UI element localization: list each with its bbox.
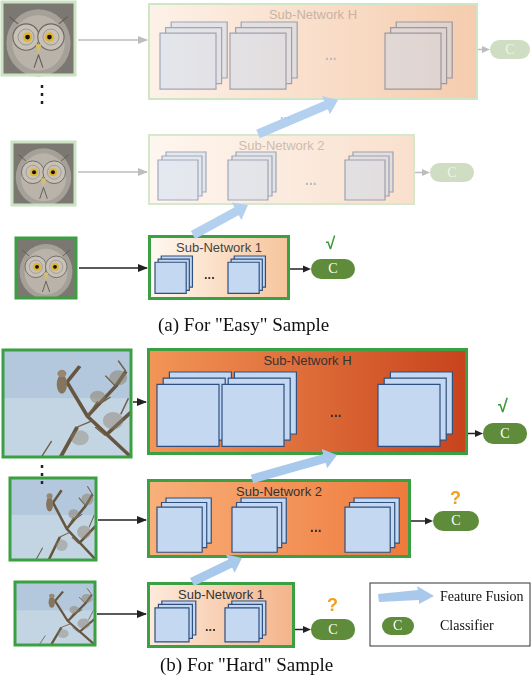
arrow-shaft (290, 268, 304, 270)
sub-network-box: Sub-Network 2 (147, 479, 411, 558)
annotation-mark: ⋮ (30, 82, 54, 106)
sub-network-box: Sub-Network 2 (148, 134, 415, 205)
annotation-mark: √ (498, 397, 508, 415)
fusion-sample (378, 586, 434, 604)
input-arrow (78, 39, 147, 41)
sub-network-box: Sub-Network H (148, 3, 478, 100)
input-arrow (98, 519, 146, 521)
network-title: Sub-Network H (150, 354, 465, 368)
bird-image (3, 350, 131, 457)
image-frame (3, 350, 131, 457)
arrow-head (482, 46, 490, 53)
arrow-shaft (478, 49, 483, 51)
fusion-arrow (258, 96, 338, 134)
arrow-shaft (468, 433, 476, 435)
owl-image (16, 238, 76, 299)
output-arrow (411, 518, 433, 525)
annotation-mark: ? (450, 489, 461, 507)
arrow-head (422, 169, 430, 176)
output-arrow (295, 626, 311, 633)
image-frame (2, 2, 75, 75)
arrow-head (303, 266, 311, 273)
network-title: Sub-Network 1 (150, 588, 292, 602)
sub-network-box: Sub-Network 1 (148, 235, 290, 300)
bird-image (15, 582, 95, 645)
legend-text: Classifier (440, 619, 494, 633)
network-title: Sub-Network 2 (150, 485, 408, 499)
classifier-letter: C (447, 165, 456, 180)
output-arrow (290, 266, 311, 273)
feature-maps (155, 256, 265, 293)
arrow-head (425, 518, 433, 525)
annotation-mark: √ (326, 235, 335, 252)
input-arrow (133, 401, 146, 403)
classifier-pill: C (311, 259, 355, 279)
sub-network-box: Sub-Network H (147, 348, 468, 455)
arrow-head (475, 430, 483, 437)
classifier-letter: C (505, 42, 514, 57)
annotation-mark: ... (280, 108, 291, 121)
classifier-pill: C (311, 619, 355, 640)
annotation-mark: ... (266, 462, 277, 475)
classifier-pill: C (483, 423, 527, 444)
classifier-sample (382, 617, 414, 635)
network-title: Sub-Network 1 (151, 241, 287, 255)
output-arrow (468, 430, 483, 437)
arrow-head (232, 202, 248, 220)
panel-caption: (a) For "Easy" Sample (158, 315, 329, 334)
fusion-arrow (192, 555, 242, 582)
classifier-pill: C (430, 163, 474, 182)
classifier-pill: C (433, 511, 479, 531)
feature-maps (155, 372, 452, 642)
input-arrow (79, 267, 147, 269)
arrow-shaft (252, 458, 326, 479)
image-frame (15, 582, 95, 645)
sub-network-box: Sub-Network 1 (147, 582, 295, 648)
annotation-mark: ⋮ (30, 462, 54, 486)
classifier-letter: C (328, 261, 337, 276)
classifier-letter: C (328, 622, 337, 637)
legend-text: Feature Fusion (440, 590, 524, 604)
owl-image (12, 142, 75, 206)
image-frame (10, 478, 96, 560)
annotation-mark: ? (327, 596, 338, 614)
arrow-shaft (192, 563, 231, 582)
classifier-pill: C (490, 40, 530, 59)
network-title: Sub-Network 2 (150, 139, 413, 153)
input-arrow (97, 613, 146, 615)
annotation-mark: C (393, 619, 402, 633)
owl-image (2, 2, 75, 76)
fusion-arrow (193, 202, 248, 235)
arrow-head (322, 449, 337, 468)
legend-frame (370, 583, 530, 646)
output-arrow (415, 169, 430, 176)
arrow-shaft (411, 520, 426, 522)
input-arrow (78, 171, 147, 173)
arrow-head (303, 626, 311, 633)
network-title: Sub-Network H (150, 8, 476, 22)
arrow-shaft (295, 629, 304, 631)
image-frame (16, 238, 76, 298)
fusion-arrow (252, 449, 337, 479)
feature-maps (158, 22, 452, 200)
arrow-shaft (415, 172, 423, 174)
arrow-head (226, 555, 242, 573)
classifier-letter: C (500, 426, 509, 441)
arrow-shaft (193, 211, 238, 235)
arrow-shaft (258, 105, 327, 134)
panel-caption: (b) For "Hard" Sample (160, 655, 333, 674)
arrow-head (322, 96, 338, 114)
image-frame (12, 142, 75, 205)
classifier-letter: C (451, 513, 460, 528)
bird-image (10, 478, 96, 560)
output-arrow (478, 46, 490, 53)
